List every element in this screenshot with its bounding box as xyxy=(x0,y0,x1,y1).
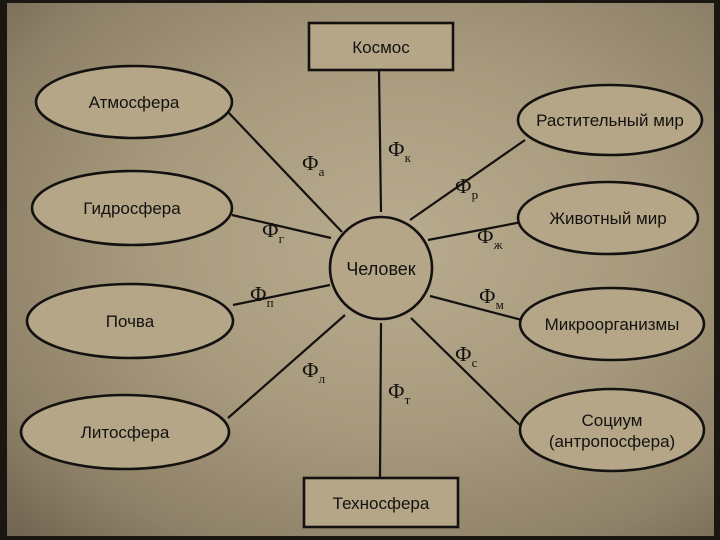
node-microorganisms-label: Микроорганизмы xyxy=(545,315,680,334)
edge-microorganisms xyxy=(429,294,523,322)
node-atmosphere: Атмосфера xyxy=(34,64,234,140)
node-plants-label: Растительный мир xyxy=(536,111,684,130)
node-human: Человек xyxy=(328,215,434,321)
node-hydrosphere-label: Гидросфера xyxy=(83,199,181,218)
edge-plants xyxy=(409,139,526,221)
node-society: Социум (антропосфера) xyxy=(518,387,706,473)
edge-atmosphere xyxy=(227,111,343,233)
node-soil-label: Почва xyxy=(106,312,155,331)
node-microorganisms: Микроорганизмы xyxy=(518,286,706,362)
node-plants: Растительный мир xyxy=(516,83,704,157)
node-lithosphere-label: Литосфера xyxy=(81,423,170,442)
node-hydrosphere: Гидросфера xyxy=(30,169,234,247)
factor-atmosphere: Фа xyxy=(302,151,325,179)
edge-soil xyxy=(232,283,331,307)
node-technosphere: Техносфера xyxy=(302,476,460,529)
factor-lithosphere: Фл xyxy=(302,358,326,386)
node-lithosphere: Литосфера xyxy=(19,393,231,471)
factor-hydrosphere: Фг xyxy=(262,218,284,246)
node-society-label: Социум xyxy=(582,411,643,430)
factor-society: Фс xyxy=(455,342,478,370)
factor-technosphere: Фт xyxy=(388,379,411,407)
node-atmosphere-label: Атмосфера xyxy=(89,93,180,112)
node-cosmos-label: Космос xyxy=(352,38,410,57)
factor-animals: Фж xyxy=(477,224,504,252)
node-cosmos: Космос xyxy=(307,21,455,72)
edge-society xyxy=(410,317,526,431)
edge-lithosphere xyxy=(227,314,346,419)
node-society-sublabel: (антропосфера) xyxy=(549,432,675,451)
node-human-label: Человек xyxy=(346,259,415,279)
node-soil: Почва xyxy=(25,282,235,360)
factor-cosmos: Фк xyxy=(388,137,412,165)
edge-hydrosphere xyxy=(231,213,332,240)
factor-microorganisms: Фм xyxy=(479,284,504,312)
factor-plants: Фр xyxy=(455,174,478,202)
edge-technosphere xyxy=(378,322,383,479)
connector-lines xyxy=(227,69,526,479)
factor-soil: Фп xyxy=(250,282,274,310)
edge-cosmos xyxy=(377,69,383,213)
node-animals: Животный мир xyxy=(516,180,700,256)
node-animals-label: Животный мир xyxy=(549,209,666,228)
edge-animals xyxy=(427,220,523,242)
node-technosphere-label: Техносфера xyxy=(333,494,430,513)
